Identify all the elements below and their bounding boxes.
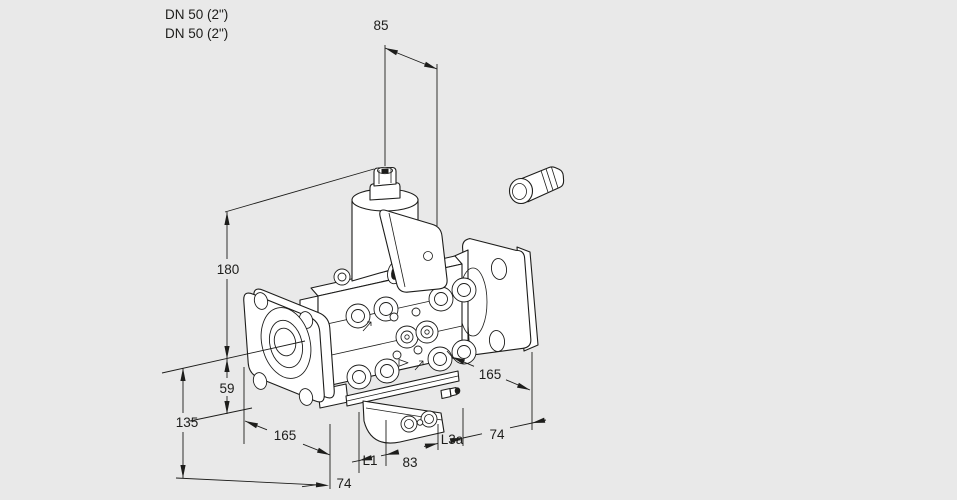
- dim-label-165-right: 165: [479, 367, 502, 382]
- test-nipple: [440, 386, 461, 400]
- dim-label-74-left: 74: [336, 476, 352, 491]
- coil-housing: [379, 209, 448, 293]
- bottom-actuator-block: [345, 370, 461, 444]
- dim-label-83: 83: [402, 455, 417, 470]
- bolt-row-bottom: [346, 339, 477, 390]
- bolt-row-top: [345, 277, 477, 329]
- extension-lines: [161, 45, 533, 489]
- valve-illustration: [243, 166, 565, 444]
- dimension-labels: DN 50 (2") DN 50 (2") 85 180 59 135 165 …: [165, 7, 505, 491]
- dim-label-165-left: 165: [274, 428, 297, 443]
- dim-label-l3a: L3a: [441, 432, 464, 447]
- dim-label-85: 85: [373, 18, 388, 33]
- dn-label-1: DN 50 (2"): [165, 7, 228, 22]
- dim-label-180: 180: [217, 262, 240, 277]
- center-ports: [389, 307, 439, 360]
- dimension-annotations: DN 50 (2") DN 50 (2") 85 180 59 135 165 …: [161, 7, 547, 491]
- cable-gland: [508, 166, 565, 205]
- dim-label-l1: L1: [362, 453, 377, 468]
- dim-label-59: 59: [219, 381, 234, 396]
- dim-label-135: 135: [176, 415, 199, 430]
- dn-label-2: DN 50 (2"): [165, 26, 228, 41]
- solenoid-actuator: [351, 166, 448, 293]
- dimension-arrows: [180, 48, 546, 488]
- dim-label-74-right: 74: [489, 427, 505, 442]
- left-flange: [243, 288, 335, 406]
